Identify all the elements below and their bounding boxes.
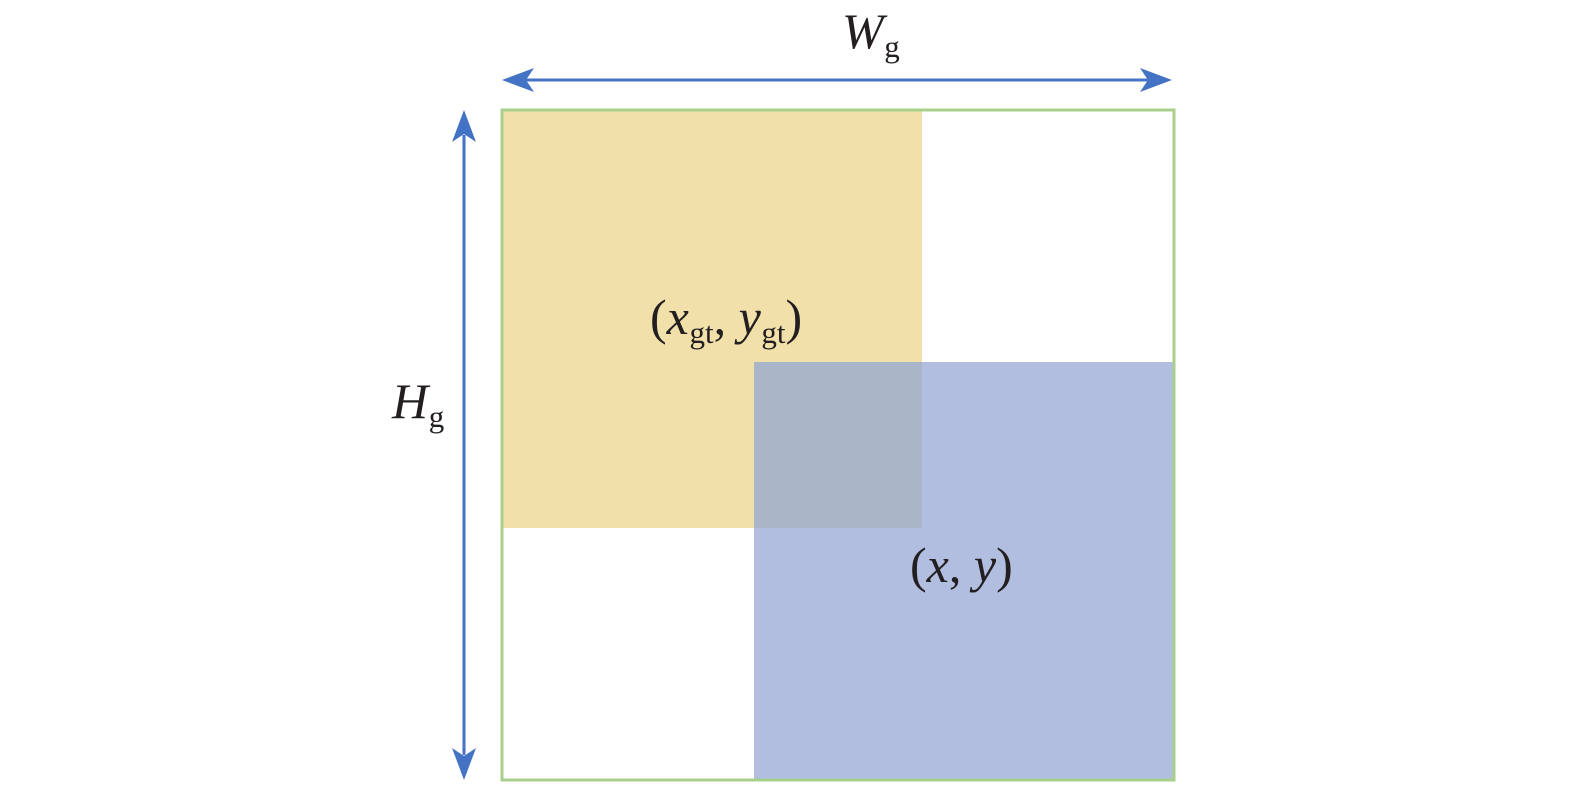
width-label: Wg: [842, 3, 900, 64]
height-label: Hg: [392, 373, 445, 434]
ground-truth-center-label: (xgt, ygt): [650, 289, 803, 350]
width-arrow: [502, 68, 1172, 92]
predicted-center-label: (x, y): [910, 537, 1013, 593]
enclosing-box: [500, 108, 1176, 782]
overlap-region: [754, 362, 922, 528]
height-arrow: [452, 110, 476, 780]
